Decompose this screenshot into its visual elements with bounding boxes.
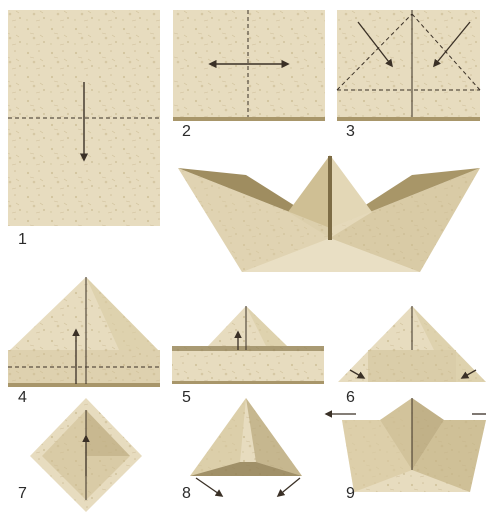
step-4-number: 4: [18, 390, 27, 406]
step-3-number: 3: [346, 124, 355, 140]
step-3-folded-sheet: [337, 10, 480, 121]
step-5-number: 5: [182, 390, 191, 406]
step-1-number: 1: [18, 232, 27, 248]
step-9-boat-pull: [326, 398, 486, 492]
step-2-folded-sheet: [173, 10, 325, 121]
step-4-triangle: [8, 277, 160, 387]
step-8-number: 8: [182, 486, 191, 502]
step-8-triangle-opening: [190, 398, 302, 496]
step-1-sheet: [8, 10, 160, 226]
step-6-number: 6: [346, 390, 355, 406]
step-7-number: 7: [18, 486, 27, 502]
step-5-hat: [172, 306, 324, 384]
step-6-hat-opening: [338, 306, 486, 382]
step-9-number: 9: [346, 486, 355, 502]
step-2-number: 2: [182, 124, 191, 140]
step-7-diamond: [30, 398, 142, 512]
finished-paper-boat: [178, 155, 480, 272]
